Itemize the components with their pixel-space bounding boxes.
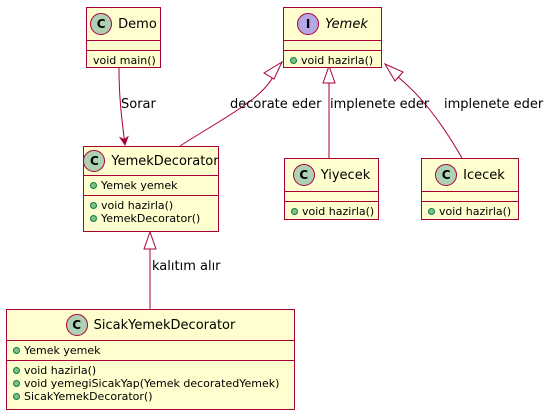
icecek-to-yemek-link xyxy=(397,76,463,159)
class-demo-header: C Demo xyxy=(87,8,160,41)
relation-label-implement-yiyecek: implenete eder xyxy=(330,97,430,112)
method-row: void yemegiSicakYap(Yemek decoratedYemek… xyxy=(13,377,288,390)
public-visibility-icon xyxy=(13,347,20,354)
method-row: void hazirla() xyxy=(428,205,512,218)
class-yemek-decorator-header: C YemekDecorator xyxy=(83,147,219,176)
class-stereotype-icon: C xyxy=(90,13,113,35)
class-sicak-yemek-decorator[interactable]: C SicakYemekDecorator Yemek yemek void h… xyxy=(6,309,295,410)
demo-to-decorator-arrow xyxy=(118,67,129,146)
class-yiyecek-fields xyxy=(285,192,378,202)
class-demo[interactable]: C Demo void main() xyxy=(86,7,161,68)
class-stereotype-icon: C xyxy=(65,314,88,336)
public-visibility-icon xyxy=(13,367,20,374)
public-visibility-icon xyxy=(90,202,97,209)
class-icecek[interactable]: C Icecek void hazirla() xyxy=(421,158,519,220)
public-visibility-icon xyxy=(90,215,97,222)
interface-yemek-methods: void hazirla() xyxy=(284,51,381,70)
public-visibility-icon xyxy=(13,380,20,387)
relation-label-implement-icecek: implenete eder xyxy=(444,97,544,112)
class-icecek-methods: void hazirla() xyxy=(422,202,518,221)
class-name: Demo xyxy=(118,16,157,32)
public-visibility-icon xyxy=(428,208,435,215)
method-row: void hazirla() xyxy=(13,364,288,377)
class-yemek-decorator-methods: void hazirla() YemekDecorator() xyxy=(84,196,218,228)
interface-stereotype-icon: I xyxy=(297,13,320,35)
class-yiyecek-methods: void hazirla() xyxy=(285,202,378,221)
class-name: YemekDecorator xyxy=(111,153,219,169)
method-row: void main() xyxy=(93,54,156,67)
class-yiyecek[interactable]: C Yiyecek void hazirla() xyxy=(284,158,379,220)
class-yiyecek-header: C Yiyecek xyxy=(285,159,378,192)
class-sicak-yemek-decorator-header: C SicakYemekDecorator xyxy=(7,310,294,341)
class-demo-fields xyxy=(87,41,160,51)
class-yemek-decorator[interactable]: C YemekDecorator Yemek yemek void hazirl… xyxy=(83,146,219,232)
interface-yemek-header: I Yemek xyxy=(284,8,381,41)
decorator-to-yemek-triangle xyxy=(263,60,284,80)
class-demo-methods: void main() xyxy=(87,51,160,70)
field-row: Yemek yemek xyxy=(90,179,212,192)
class-stereotype-icon: C xyxy=(435,164,458,186)
relation-label-decorate: decorate eder xyxy=(230,97,322,112)
class-yemek-decorator-fields: Yemek yemek xyxy=(84,176,218,196)
method-row: void hazirla() xyxy=(290,54,375,67)
class-sicak-yemek-decorator-fields: Yemek yemek xyxy=(7,341,294,361)
method-row: SicakYemekDecorator() xyxy=(13,390,288,403)
method-row: void hazirla() xyxy=(291,205,374,218)
public-visibility-icon xyxy=(290,57,297,64)
relation-label-sorar: Sorar xyxy=(121,97,156,112)
class-icecek-header: C Icecek xyxy=(422,159,518,192)
interface-yemek-fields xyxy=(284,41,381,51)
class-stereotype-icon: C xyxy=(292,164,315,186)
public-visibility-icon xyxy=(13,393,20,400)
class-icecek-fields xyxy=(422,192,518,202)
class-stereotype-icon: C xyxy=(83,150,106,172)
relation-label-kalitim: kalıtım alır xyxy=(152,259,221,274)
public-visibility-icon xyxy=(90,182,97,189)
class-name: Icecek xyxy=(463,167,505,183)
sicak-to-decorator-triangle xyxy=(143,230,157,250)
class-name: SicakYemekDecorator xyxy=(93,317,236,333)
field-row: Yemek yemek xyxy=(13,344,288,357)
interface-yemek[interactable]: I Yemek void hazirla() xyxy=(283,7,382,68)
public-visibility-icon xyxy=(291,208,298,215)
method-row: void hazirla() xyxy=(90,199,212,212)
interface-name: Yemek xyxy=(325,16,368,32)
class-name: Yiyecek xyxy=(320,167,371,183)
method-row: YemekDecorator() xyxy=(90,212,212,225)
yiyecek-to-yemek-triangle xyxy=(322,64,336,84)
icecek-to-yemek-triangle xyxy=(383,62,404,82)
decorator-to-yemek-link xyxy=(179,74,275,147)
class-sicak-yemek-decorator-methods: void hazirla() void yemegiSicakYap(Yemek… xyxy=(7,361,294,406)
